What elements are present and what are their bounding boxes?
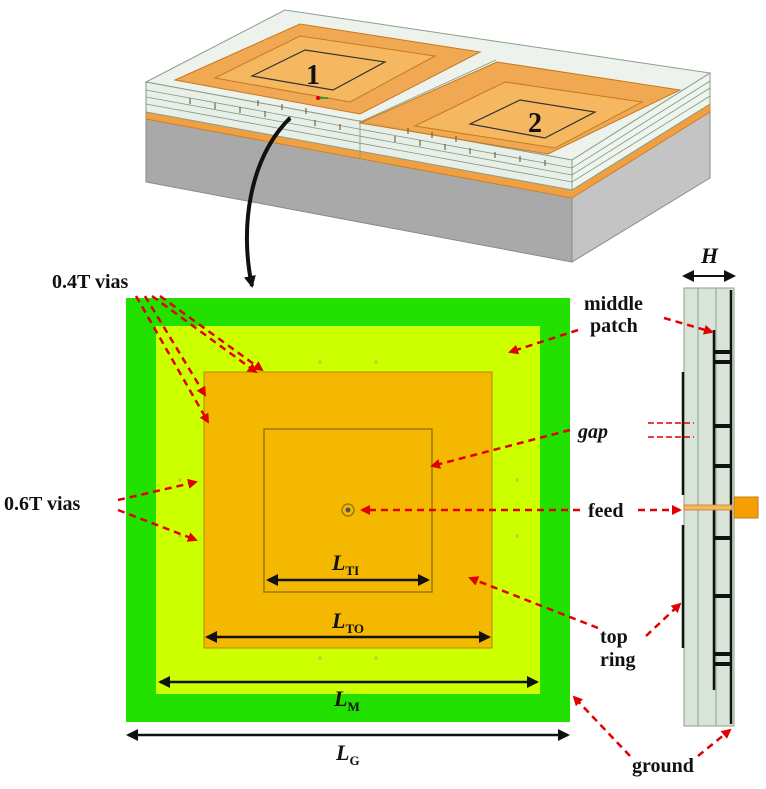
lti-symbol: L: [331, 550, 345, 575]
dimension-lti: LTI: [266, 550, 430, 586]
side-feed-pin: [683, 504, 733, 511]
gap-indicator: [648, 422, 694, 438]
annotation-arrows: [360, 316, 732, 757]
via-dots: [178, 360, 519, 660]
gap-label: gap: [577, 421, 608, 443]
dimension-lto: LTO: [205, 608, 491, 643]
side-vias: [714, 350, 731, 666]
top-view: LTI LTO LM LG 0.4T vias 0.6T vias: [4, 271, 570, 768]
perspective-view: 1 2: [144, 9, 712, 263]
side-view: H middle patch gap feed top ring ground: [577, 243, 759, 777]
antenna-2-top-ring: [413, 81, 644, 149]
antenna-1-label: 1: [306, 60, 320, 91]
middle-patch-label-2: patch: [590, 315, 638, 337]
zoom-arrow: [244, 116, 292, 288]
antenna-1-top-ring: [213, 35, 437, 103]
height-label: H: [700, 243, 719, 268]
via-04t-label: 0.4T vias: [52, 271, 129, 293]
top-ring-label-2: ring: [600, 649, 636, 671]
ground-label: ground: [632, 755, 694, 777]
dimension-lm: LM: [158, 676, 539, 714]
lto-subscript: TO: [345, 621, 364, 636]
feed-point: [341, 503, 355, 517]
svg-text:LG: LG: [335, 740, 360, 768]
antenna-2-label: 2: [528, 108, 542, 139]
svg-text:LTI: LTI: [331, 550, 359, 578]
middle-patch-label-1: middle: [584, 293, 643, 315]
lm-subscript: M: [347, 699, 359, 714]
via-04t-arrows: [134, 294, 264, 424]
lto-symbol: L: [331, 608, 345, 633]
layer-lines: [145, 59, 711, 183]
side-feed-connector: [733, 496, 759, 519]
antenna-2-inner-patch: [468, 99, 597, 139]
via-marks: [189, 98, 546, 166]
lti-subscript: TI: [345, 563, 359, 578]
via-06t-arrows: [117, 478, 198, 542]
svg-text:LM: LM: [333, 686, 360, 714]
lm-symbol: L: [333, 686, 347, 711]
feed-label: feed: [588, 500, 624, 522]
svg-text:LTO: LTO: [331, 608, 364, 636]
via-06t-label: 0.6T vias: [4, 493, 81, 515]
dimension-lg: LG: [126, 729, 570, 768]
lg-subscript: G: [349, 753, 359, 768]
antenna-1-inner-patch: [250, 49, 387, 91]
lg-symbol: L: [335, 740, 349, 765]
feed-point-3d: [316, 96, 328, 100]
top-ring-label-1: top: [600, 626, 628, 648]
